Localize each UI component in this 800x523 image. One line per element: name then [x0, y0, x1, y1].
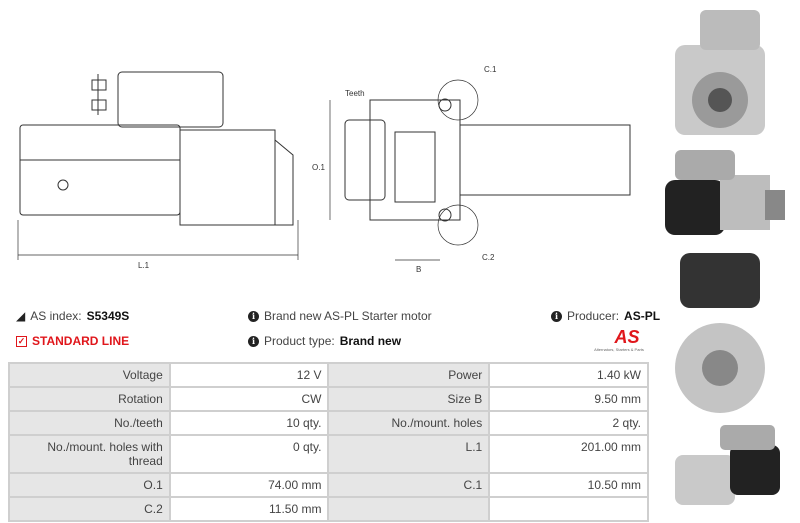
tag-icon: ◢: [16, 309, 26, 323]
as-index-label: AS index:: [30, 309, 82, 323]
producer-value: AS-PL: [624, 309, 661, 323]
product-type: i Product type: Brand new: [248, 334, 401, 348]
front-view-diagram: Teeth O.1 C.1 C.2 B: [312, 65, 631, 274]
spec-value: 0 qty.: [168, 434, 330, 474]
spec-label: Power: [327, 362, 491, 388]
logo-text: AS: [614, 327, 640, 347]
logo-tagline: Alternators, Starters & Parts: [594, 347, 644, 352]
product-type-value: Brand new: [339, 334, 402, 348]
spec-label: C.2: [8, 496, 171, 522]
as-index: ◢ AS index: S5349S: [16, 309, 129, 323]
spec-label: Voltage: [8, 362, 171, 388]
producer-label: Producer:: [567, 309, 620, 323]
spec-value: 10 qty.: [168, 410, 330, 436]
spec-value: 9.50 mm: [488, 386, 649, 412]
spec-value: [488, 496, 649, 522]
side-view-diagram: L.1: [17, 71, 299, 270]
description: i Brand new AS-PL Starter motor: [248, 309, 432, 323]
spec-value: 74.00 mm: [168, 472, 330, 498]
spec-value: 10.50 mm: [488, 472, 649, 498]
spec-value: 11.50 mm: [168, 496, 330, 522]
c1-label: C.1: [484, 65, 497, 74]
spec-value: 2 qty.: [488, 410, 649, 436]
spec-label: No./teeth: [8, 410, 171, 436]
spec-label: L.1: [327, 434, 491, 474]
o1-label: O.1: [312, 163, 325, 172]
spec-label: Rotation: [8, 386, 171, 412]
c2-label: C.2: [482, 253, 495, 262]
spec-label: O.1: [8, 472, 171, 498]
product-photo-side[interactable]: [660, 145, 790, 240]
spec-label: [327, 496, 491, 522]
spec-value: 12 V: [168, 362, 330, 388]
spec-label: No./mount. holes with thread: [8, 434, 171, 474]
as-index-value: S5349S: [86, 309, 130, 323]
spec-value: 201.00 mm: [488, 434, 649, 474]
b-label: B: [416, 265, 421, 274]
standard-line-badge: ✓ STANDARD LINE: [16, 334, 129, 348]
product-photo-front[interactable]: [660, 5, 780, 140]
standard-line-label: STANDARD LINE: [32, 334, 130, 348]
spec-value: 1.40 kW: [488, 362, 649, 388]
spec-value: CW: [168, 386, 330, 412]
product-photo-angle[interactable]: [660, 420, 790, 520]
as-pl-logo: AS Alternators, Starters & Parts: [588, 327, 650, 352]
spec-label: Size B: [327, 386, 491, 412]
producer: i Producer: AS-PL: [551, 309, 660, 323]
info-icon: i: [551, 310, 562, 322]
description-text: Brand new AS-PL Starter motor: [264, 309, 432, 323]
teeth-label: Teeth: [345, 89, 365, 98]
spec-label: C.1: [327, 472, 491, 498]
info-icon: i: [248, 335, 259, 347]
product-photo-rear[interactable]: [660, 248, 785, 418]
product-type-label: Product type:: [264, 334, 335, 348]
l1-label: L.1: [138, 261, 150, 270]
checkbox-icon: ✓: [16, 335, 27, 347]
info-icon: i: [248, 310, 259, 322]
spec-label: No./mount. holes: [327, 410, 491, 436]
